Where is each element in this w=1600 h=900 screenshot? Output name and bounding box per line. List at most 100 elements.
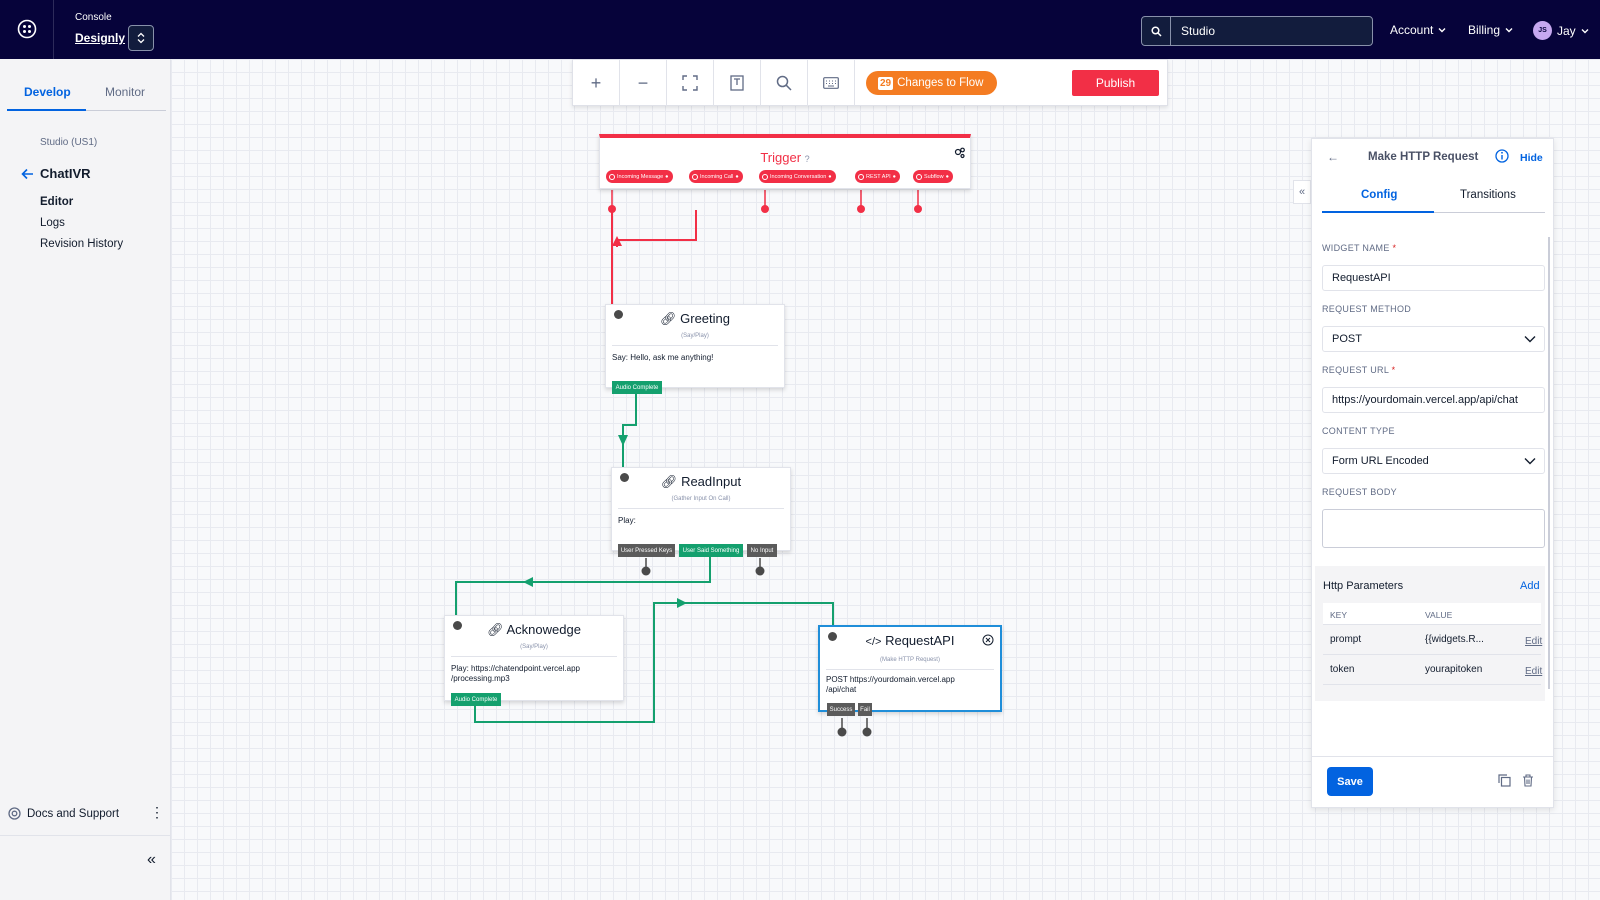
requestapi-widget[interactable]: </> RequestAPI (Make HTTP Request) POST … xyxy=(818,625,1002,716)
tag-user-said-something[interactable]: User Said Something xyxy=(679,544,743,557)
acknowledge-widget[interactable]: 🔗︎ Acknowedge (Say/Play) Play: https://c… xyxy=(444,615,624,706)
trigger-port xyxy=(761,205,769,213)
trigger-title: Trigger ? xyxy=(760,150,810,165)
save-button[interactable]: Save xyxy=(1327,767,1373,796)
param-key: prompt xyxy=(1330,634,1362,645)
output-port xyxy=(862,727,872,737)
widget-divider xyxy=(451,656,617,657)
request-body-textarea[interactable] xyxy=(1322,509,1545,548)
widget-name-label: WIDGET NAME * xyxy=(1322,243,1397,253)
help-icon: ? xyxy=(804,154,810,164)
readinput-subtitle: (Gather Input On Call) xyxy=(671,496,731,502)
changes-to-flow-button[interactable]: 29 Changes to Flow xyxy=(866,71,997,95)
greeting-body: Say: Hello, ask me anything! xyxy=(612,353,714,362)
user-menu[interactable]: JS Jay xyxy=(1533,21,1589,40)
billing-menu[interactable]: Billing xyxy=(1468,23,1513,37)
trigger-port xyxy=(914,205,922,213)
trigger-pill-subflow[interactable]: Subflow● xyxy=(913,170,953,183)
active-tab-indicator xyxy=(7,109,86,111)
sidebar-divider xyxy=(0,835,170,836)
console-label: Console xyxy=(75,12,112,23)
input-port[interactable] xyxy=(453,621,462,630)
collapse-panel-button[interactable]: « xyxy=(1293,180,1311,204)
requestapi-title: </> RequestAPI xyxy=(865,633,955,648)
account-name[interactable]: Designly xyxy=(75,31,126,45)
info-icon[interactable] xyxy=(1495,149,1509,168)
app-launcher-icon[interactable] xyxy=(16,18,38,40)
chevron-down-icon xyxy=(1524,336,1536,343)
input-port[interactable] xyxy=(828,632,837,641)
edit-param-link[interactable]: Edit xyxy=(1525,666,1543,677)
tag-audio-complete[interactable]: Audio Complete xyxy=(451,693,501,706)
http-parameters-section: Http Parameters Add KEY VALUE prompt {{w… xyxy=(1315,566,1545,701)
trigger-pill-rest-api[interactable]: REST API● xyxy=(855,170,900,183)
search-input[interactable] xyxy=(1172,17,1370,45)
request-url-label: REQUEST URL * xyxy=(1322,365,1396,375)
params-table-header: KEY VALUE xyxy=(1323,603,1541,625)
code-icon: </> xyxy=(865,636,882,648)
tab-divider xyxy=(1434,212,1545,213)
fit-to-screen-button[interactable] xyxy=(667,60,714,106)
lifebuoy-icon xyxy=(8,807,21,820)
tab-config[interactable]: Config xyxy=(1361,189,1398,201)
tag-fail[interactable]: Fail xyxy=(858,703,872,716)
sidebar-item-editor[interactable]: Editor xyxy=(40,196,74,208)
top-nav-bar: Console Designly Account Billing JS Jay xyxy=(0,0,1600,59)
output-port xyxy=(837,727,847,737)
param-value: yourapitoken xyxy=(1425,664,1483,675)
tab-develop[interactable]: Develop xyxy=(24,85,71,99)
tag-success[interactable]: Success xyxy=(827,703,855,716)
changes-count-badge: 29 xyxy=(878,76,894,90)
readinput-widget[interactable]: 🔗︎ ReadInput (Gather Input On Call) Play… xyxy=(611,467,791,557)
request-method-label: REQUEST METHOD xyxy=(1322,304,1412,314)
search-bar xyxy=(1141,16,1373,46)
greeting-subtitle: (Say/Play) xyxy=(681,333,709,339)
trigger-pill-incoming-message[interactable]: Incoming Message● xyxy=(606,170,673,183)
tab-transitions[interactable]: Transitions xyxy=(1460,189,1516,201)
collapse-sidebar-icon[interactable]: « xyxy=(147,851,156,868)
account-switcher-button[interactable] xyxy=(128,25,154,51)
back-icon[interactable]: ← xyxy=(1327,150,1339,164)
tag-user-pressed-keys[interactable]: User Pressed Keys xyxy=(618,544,675,557)
zoom-out-button[interactable]: − xyxy=(620,60,667,106)
edit-param-link[interactable]: Edit xyxy=(1525,636,1543,647)
panel-scrollbar[interactable] xyxy=(1548,237,1550,689)
keyboard-icon xyxy=(823,77,839,89)
publish-button[interactable]: Publish xyxy=(1072,70,1159,96)
tab-monitor[interactable]: Monitor xyxy=(105,85,146,99)
trash-icon[interactable] xyxy=(1522,774,1534,792)
user-name: Jay xyxy=(1557,23,1576,38)
add-widget-button[interactable] xyxy=(714,60,761,106)
zoom-in-button[interactable]: + xyxy=(573,60,620,106)
billing-menu-label: Billing xyxy=(1468,23,1501,37)
trigger-widget[interactable]: Trigger ? Incoming Message● Incoming Cal… xyxy=(599,134,971,189)
trigger-pill-incoming-conversation[interactable]: Incoming Conversation● xyxy=(759,170,836,183)
input-port[interactable] xyxy=(614,310,623,319)
search-widgets-button[interactable] xyxy=(761,60,808,106)
request-method-select[interactable]: POST xyxy=(1322,326,1545,352)
back-arrow-icon[interactable] xyxy=(21,167,34,185)
content-type-label: CONTENT TYPE xyxy=(1322,426,1395,436)
more-options-icon[interactable]: ⋮ xyxy=(150,804,164,820)
input-port[interactable] xyxy=(620,473,629,482)
tag-audio-complete[interactable]: Audio Complete xyxy=(612,381,662,394)
tag-no-input[interactable]: No Input xyxy=(747,544,777,557)
keyboard-shortcuts-button[interactable] xyxy=(808,60,855,106)
close-icon[interactable] xyxy=(982,633,994,651)
add-parameter-button[interactable]: Add xyxy=(1520,580,1540,592)
docs-and-support-link[interactable]: Docs and Support xyxy=(8,807,119,820)
greeting-widget[interactable]: 🔗︎ Greeting (Say/Play) Say: Hello, ask m… xyxy=(605,304,785,394)
sidebar-item-logs[interactable]: Logs xyxy=(40,217,65,229)
settings-icon[interactable] xyxy=(954,146,966,164)
avatar: JS xyxy=(1533,21,1552,40)
request-url-input[interactable]: https://yourdomain.vercel.app/api/chat xyxy=(1322,387,1545,413)
duplicate-icon[interactable] xyxy=(1498,774,1511,792)
docs-label: Docs and Support xyxy=(27,807,120,820)
sidebar-item-revision-history[interactable]: Revision History xyxy=(40,238,124,250)
widget-name-input[interactable]: RequestAPI xyxy=(1322,265,1545,291)
hide-panel-button[interactable]: Hide xyxy=(1520,152,1543,164)
account-menu[interactable]: Account xyxy=(1390,23,1446,37)
trigger-pill-incoming-call[interactable]: Incoming Call● xyxy=(689,170,743,183)
search-icon[interactable] xyxy=(1142,17,1171,45)
content-type-select[interactable]: Form URL Encoded xyxy=(1322,448,1545,474)
